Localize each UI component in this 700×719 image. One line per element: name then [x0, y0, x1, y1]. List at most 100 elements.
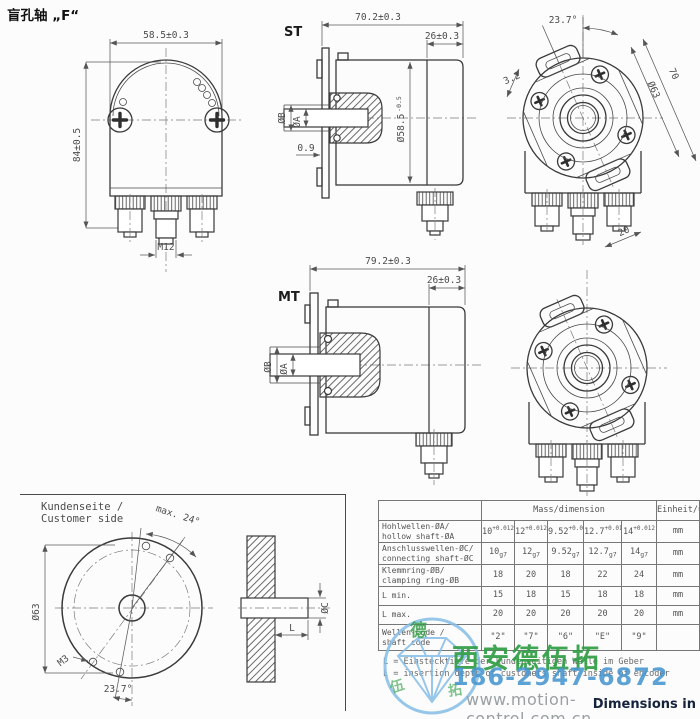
front-connectors: [114, 194, 218, 245]
unit-cell: mm: [656, 586, 700, 606]
unit-cell: [656, 624, 700, 651]
st-dim-dia: Ø58.5 -0.5: [395, 62, 413, 183]
st-dim-cap: 26±0.3: [425, 31, 463, 58]
cell: 18: [547, 564, 584, 587]
cell: 20: [481, 605, 515, 625]
front-view-drawing: 58.5±0.3 84±0.5: [72, 30, 241, 272]
st-dim-shaft-a: ØA: [292, 109, 309, 128]
rear-view-mt-drawing: [511, 270, 667, 496]
st-view-label: ST: [284, 25, 302, 40]
svg-text:23.7°: 23.7°: [104, 684, 133, 695]
svg-text:Ø58.5: Ø58.5: [396, 114, 407, 143]
st-view-drawing: ST 70.2±0.3 26±0.3 Ø58.5 -0.5: [277, 12, 478, 240]
cell: 20: [621, 605, 657, 625]
cell: "9": [621, 624, 657, 651]
cell: "6": [547, 624, 584, 651]
gem-facets: [396, 637, 468, 704]
unit-cell: mm: [656, 520, 700, 543]
rear-st-screws: [530, 65, 636, 171]
svg-text:84±0.5: 84±0.5: [72, 128, 83, 162]
front-dim-width: 58.5±0.3: [109, 30, 223, 114]
watermark-company: 西安德伍拓: [452, 644, 602, 675]
svg-text:ØC: ØC: [320, 602, 331, 613]
customer-holes: [88, 541, 175, 677]
svg-text:ØA: ØA: [279, 363, 290, 375]
watermark-phone: 186-2947-6872: [452, 663, 669, 691]
rear-st-bore: [538, 73, 628, 163]
front-screw-left: [107, 107, 133, 133]
cell: 20: [583, 605, 622, 625]
spec-header-row: Mass/dimension Einheit/unit: [378, 500, 700, 521]
page-title: 盲孔轴 „F“: [7, 8, 80, 24]
spec-header-mass: Mass/dimension: [481, 500, 657, 521]
shaft-dim-length: L: [274, 620, 309, 640]
customer-dim-thread: M3: [56, 653, 89, 669]
st-connector: [416, 188, 454, 240]
rear-st-dim-offset: 20: [604, 224, 642, 248]
spec-table: Mass/dimension Einheit/unit Hohlwellen-Ø…: [378, 500, 700, 651]
front-body: [109, 59, 223, 197]
svg-text:-0.5: -0.5: [395, 96, 403, 112]
unit-cell: mm: [656, 542, 700, 565]
cell: 9.52g7: [547, 542, 584, 565]
svg-text:70: 70: [666, 67, 681, 82]
svg-text:ØB: ØB: [263, 361, 274, 373]
rear-mt-screws: [534, 315, 640, 421]
customer-radial-lines: [114, 527, 184, 700]
svg-text:26±0.3: 26±0.3: [427, 275, 461, 286]
spec-row-clamping-ring: Klemmring-ØB/clamping ring-ØB 18 20 18 2…: [378, 564, 700, 587]
cell: 18: [514, 586, 548, 606]
shaft-dim-dia: ØC: [308, 583, 331, 633]
rear-view-st-drawing: 23.7° 3.2 Ø63 70 20: [502, 15, 697, 248]
customer-side-panel-frame: [20, 494, 346, 711]
svg-text:26±0.3: 26±0.3: [425, 31, 459, 42]
cell: 12.7+0.012: [583, 520, 622, 543]
spec-row-shaft-code: Wellen-Code /shaft code "2" "7" "6" "E" …: [378, 624, 700, 651]
cell: "2": [481, 624, 515, 651]
customer-dim-dia: Ø63: [31, 544, 115, 674]
svg-text:70.2±0.3: 70.2±0.3: [355, 12, 401, 23]
svg-text:L: L: [289, 623, 295, 634]
spec-row-hollow-shaft: Hohlwellen-ØA/ hollow shaft-ØA 10+0.012 …: [378, 520, 700, 543]
mt-dim-length: 79.2±0.3: [309, 256, 466, 305]
rear-mt-centerlines: [511, 270, 667, 442]
spec-table-container: Mass/dimension Einheit/unit Hohlwellen-Ø…: [378, 500, 700, 651]
note-l-de: L = Einstecktiefe der kundenseitigen Wel…: [383, 657, 644, 667]
svg-text:M3: M3: [56, 653, 72, 669]
note-l-en: L = insertion depth of customers shaft i…: [383, 669, 670, 679]
cell: 14+0.012: [621, 520, 657, 543]
cell: 20: [547, 605, 584, 625]
cell: 22: [583, 564, 622, 587]
st-dim-gap: 0.9: [296, 143, 320, 158]
rear-st-rotated-assembly: [522, 25, 644, 192]
watermark-logo-icon: [383, 617, 481, 715]
cell: 12.7g7: [583, 542, 622, 565]
svg-text:Ø63: Ø63: [31, 603, 42, 620]
rear-st-dim-angle: 23.7°: [549, 15, 619, 58]
svg-text:max. 24°: max. 24°: [154, 503, 201, 528]
cell: 18: [583, 586, 622, 606]
st-dim-length: 70.2±0.3: [321, 12, 464, 58]
dimensions-note: Dimensions in: [592, 697, 696, 712]
front-dim-thread: M12: [140, 240, 192, 258]
svg-text:58.5±0.3: 58.5±0.3: [143, 30, 189, 41]
svg-text:Ø63: Ø63: [645, 80, 662, 100]
unit-cell: mm: [656, 605, 700, 625]
row-label: Hohlwellen-ØA/ hollow shaft-ØA: [378, 520, 482, 543]
mt-connector: [415, 429, 453, 485]
cell: 18: [621, 586, 657, 606]
customer-bolt-circle: [73, 549, 191, 667]
customer-dim-angle: 23.7°: [104, 684, 133, 703]
customer-center-hole: [118, 594, 146, 622]
cell: 24: [621, 564, 657, 587]
cell: 12+0.012: [514, 520, 548, 543]
svg-text:0.9: 0.9: [297, 143, 314, 154]
cell: 10+0.012: [481, 520, 515, 543]
svg-text:ØA: ØA: [292, 116, 303, 128]
mt-dim-shaft-b: ØB: [263, 347, 280, 383]
cell: 20: [514, 605, 548, 625]
cell: 15: [481, 586, 515, 606]
row-label: L min.: [378, 586, 482, 606]
cell: 12g7: [514, 542, 548, 565]
